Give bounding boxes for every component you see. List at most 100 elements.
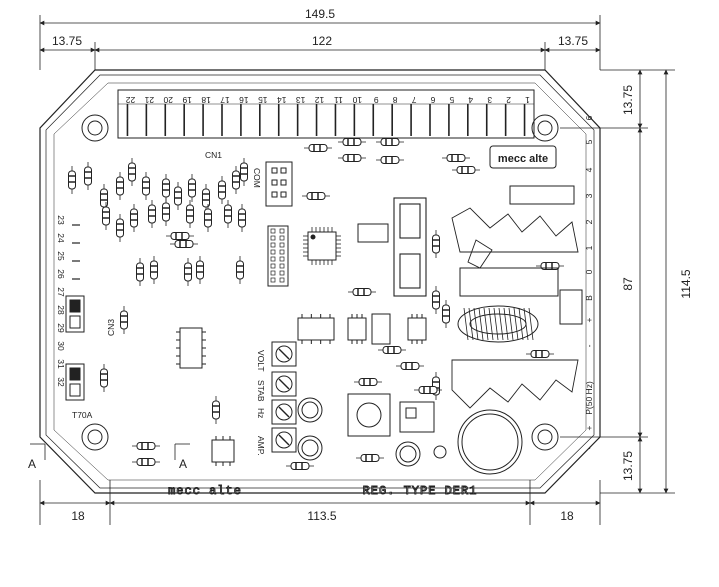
left-terminal-label: 24 [56,233,66,243]
trimmer-dial [275,375,293,393]
resistor [218,180,226,200]
left-terminal-label: 23 [56,215,66,225]
resistor [136,262,144,282]
dim-left-inset-top: 13.75 [52,34,82,48]
cn1-label: CN1 [205,150,222,160]
resistor [432,290,440,310]
dim-overall-height: 114.5 [679,269,693,298]
dim-hole-spacing: 122 [312,34,332,48]
coil-turn [463,307,469,341]
top-terminal-pins [126,104,526,136]
resistors [68,138,564,470]
section-marker-right: A [179,457,187,471]
top-terminal-label: 19 [182,95,192,105]
right-terminal-label: 2 [584,219,594,224]
resistor [224,204,232,224]
left-terminal-label: 28 [56,305,66,315]
dim-right-top: 13.75 [621,85,635,115]
top-terminal-label: 11 [334,95,343,105]
dim-bottom-mid: 113.5 [307,509,336,523]
top-terminal-label: 4 [468,95,473,105]
coil-turn [528,307,534,341]
top-terminal-label: 16 [239,95,249,105]
trimmer-dial [275,431,293,449]
top-terminal-label: 6 [430,95,435,105]
header-pin [270,235,276,241]
resistor [184,262,192,282]
right-terminal-label: 0 [584,269,594,274]
top-terminal-label: 1 [525,95,530,105]
header-pin [270,249,276,255]
top-terminal-label: 21 [144,95,154,105]
pin-header-pins [270,228,285,283]
resistor [68,170,76,190]
left-terminal-pads [72,224,80,280]
resistor [306,192,326,200]
top-terminal-label: 14 [277,95,287,105]
com-label: COM [252,168,262,188]
top-terminal-label: 7 [411,95,416,105]
header-pin [279,263,285,269]
header-pin [270,277,276,283]
volt-label: VOLT [256,350,266,372]
stab-label: STAB [256,380,266,402]
resistor [120,310,128,330]
inductor-coil-turns [463,307,534,341]
resistor [136,458,156,466]
resistor [446,154,466,162]
left-terminal-label: 29 [56,323,66,333]
coil-turn [518,307,524,341]
cn1-connector [265,161,293,207]
right-terminal-label: 4 [584,167,594,172]
cn3-label: CN3 [106,319,116,336]
resistor [204,208,212,228]
resistor [212,400,220,420]
top-terminal-label: 9 [374,95,379,105]
right-components [459,185,583,325]
resistor [360,454,380,462]
power-block [393,197,427,297]
top-terminal-label: 20 [163,95,173,105]
resistor [128,162,136,182]
coil-turn [478,307,484,341]
header-pin [270,256,276,262]
left-terminal-label: 27 [56,287,66,297]
coil-turn [483,307,489,341]
header-pin [270,270,276,276]
left-jumpers [65,295,85,401]
trimmer-body [271,427,297,453]
brand-bottom: mecc alte [168,484,242,498]
amp-label: AMP. [256,436,266,456]
resistor [148,204,156,224]
resistor [342,154,362,162]
dim-bottom-right: 18 [560,509,574,523]
resistor [162,202,170,222]
left-terminal-label: 25 [56,251,66,261]
trimmer-slot [278,378,290,390]
resistor [380,156,400,164]
trimmer-body [271,371,297,397]
top-terminal-label: 10 [352,95,362,105]
right-terminal-label: - [584,344,594,347]
right-terminal-label: 3 [584,193,594,198]
trimmer-slot [278,348,290,360]
resistor [174,240,194,248]
right-terminal-label: 1 [584,245,594,250]
top-terminal-label: 22 [125,95,135,105]
trimmer-dial [275,403,293,421]
coil-turn [468,307,474,341]
left-terminal-label: 31 [56,359,66,369]
resistor [456,166,476,174]
dim-right-mid: 87 [621,277,635,291]
resistor [150,260,158,280]
trimmer-body [271,341,297,367]
pin-header [267,225,289,287]
resistor [186,204,194,224]
trimmer-body [271,399,297,425]
header-pin [279,242,285,248]
top-terminal-label: 3 [487,95,492,105]
resistor [400,362,420,370]
coil-turn [473,307,479,341]
